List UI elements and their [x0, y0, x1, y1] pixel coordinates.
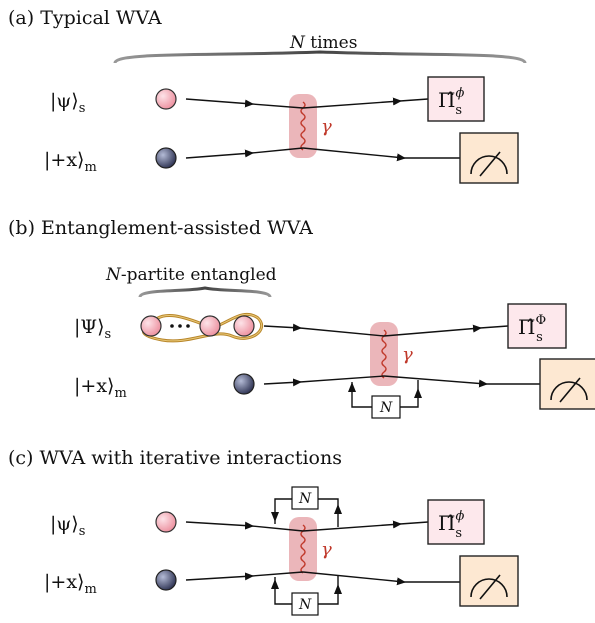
arrow-icon	[185, 572, 254, 581]
panel-b-system-particle	[140, 315, 162, 337]
arrow-icon	[334, 584, 342, 594]
arrow-icon	[334, 504, 342, 514]
panel-a-brace-label: N times	[289, 33, 357, 53]
panel-a-system-ket: |ψ⟩s	[50, 90, 85, 116]
panel-b: (b) Entanglement-assisted WVA N-partite …	[8, 217, 595, 419]
meter-dial-icon	[470, 574, 508, 600]
panel-c-system-particle	[155, 511, 177, 533]
panel-c-loop-bottom-path	[274, 577, 292, 605]
panel-c-heading: (c) WVA with iterative interactions	[8, 447, 342, 469]
panel-a-meter-box	[459, 132, 519, 184]
panel-a-gamma: γ	[321, 116, 332, 137]
panel-c-loop-top-path	[274, 498, 292, 524]
panel-b-loop-box	[371, 395, 401, 419]
panel-c-loop-bottom-box	[291, 592, 319, 616]
arrow-icon	[271, 579, 279, 589]
arrow-icon	[414, 388, 422, 398]
panel-b-system-line-end	[479, 325, 509, 329]
panel-c-system-line	[251, 525, 304, 532]
brace-icon	[113, 50, 527, 64]
panel-a-meter-line	[251, 147, 304, 154]
panel-a-heading: (a) Typical WVA	[8, 7, 162, 29]
panel-b-projector-box	[507, 303, 567, 349]
panel-c-loop-top-path	[318, 498, 339, 527]
panel-a-meter-particle	[155, 147, 177, 169]
arrow-icon	[348, 382, 356, 392]
arrow-icon	[263, 323, 302, 332]
panel-b-loop-path	[400, 380, 419, 408]
arrow-icon	[302, 147, 406, 162]
panel-a-system-particle	[155, 88, 177, 110]
ellipsis-dot	[170, 324, 174, 328]
panel-c-loop-top-box	[291, 486, 319, 510]
panel-b-system-particle	[199, 315, 221, 337]
panel-c-loop-bottom-label: N	[298, 597, 312, 613]
arrow-icon	[263, 378, 302, 387]
arrow-icon	[185, 98, 254, 108]
arrow-icon	[302, 97, 402, 109]
panel-b-gamma: γ	[402, 344, 413, 365]
panel-a-meter-ket: |+x⟩m	[44, 149, 97, 175]
panel-c-meter-box	[459, 555, 519, 607]
panel-b-brace-label: N-partite entangled	[105, 265, 277, 285]
panel-c-loop-bottom-path	[318, 576, 339, 605]
panel-b-meter-particle	[233, 373, 255, 395]
panel-c: (c) WVA with iterative interactions |ψ⟩s…	[8, 447, 519, 616]
panel-c-meter-particle	[155, 569, 177, 591]
panel-c-system-ket: |ψ⟩s	[50, 513, 85, 539]
panel-b-system-line	[299, 327, 385, 337]
brace-icon	[138, 286, 272, 298]
panel-c-interaction-wave	[300, 524, 306, 574]
ellipsis-dot	[186, 324, 190, 328]
arrow-icon	[271, 512, 279, 522]
arrow-icon	[302, 571, 406, 586]
panel-c-gamma: γ	[321, 539, 332, 560]
meter-dial-icon	[550, 377, 588, 403]
panel-b-heading: (b) Entanglement-assisted WVA	[8, 217, 313, 239]
panel-b-loop-path	[351, 382, 372, 408]
panel-b-loop-label: N	[379, 400, 393, 416]
panel-c-meter-ket: |+x⟩m	[44, 571, 97, 597]
panel-c-system-line-end	[399, 521, 429, 525]
panel-b-meter-ket: |+x⟩m	[74, 375, 127, 401]
panel-b-system-ket: |Ψ⟩s	[74, 316, 111, 342]
arrow-icon	[383, 375, 488, 388]
panel-a-system-line	[251, 103, 304, 109]
panel-b-meter-box	[539, 358, 595, 410]
arrow-icon	[383, 324, 482, 337]
ellipsis-dot	[178, 324, 182, 328]
panel-b-system-particle	[233, 315, 255, 337]
panel-a-projector-box	[427, 76, 485, 122]
panel-c-meter-line	[251, 571, 304, 577]
panel-b-interaction-wave	[381, 329, 387, 379]
panel-c-loop-top-label: N	[298, 491, 312, 507]
arrow-icon	[185, 149, 254, 159]
arrow-icon	[185, 521, 254, 530]
panel-a-system-line-end	[399, 98, 429, 102]
arrow-icon	[302, 520, 402, 532]
meter-dial-icon	[470, 151, 508, 177]
panel-a-interaction-wave	[300, 101, 306, 151]
panel-b-meter-line	[299, 375, 385, 383]
panel-c-projector-box	[427, 499, 485, 545]
panel-a: (a) Typical WVA N times |ψ⟩s |+x⟩m γ Π̂ϕ…	[8, 7, 527, 184]
